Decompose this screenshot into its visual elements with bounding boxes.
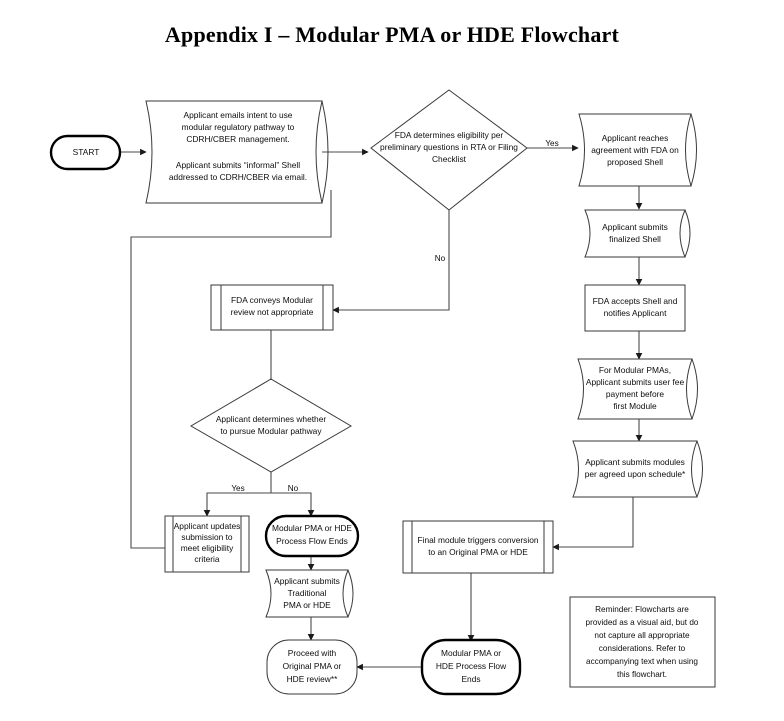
node-final-module[interactable]: Final module triggers conversion to an O… [402,520,554,574]
edge-label-determines-yes: Yes [231,484,244,493]
fda-eligibility-line3: Checklist [432,154,467,164]
applicant-emails-line3: CDRH/CBER management. [186,134,289,144]
applicant-emails-line4: Applicant submits “informal” Shell [176,160,300,170]
node-submits-traditional[interactable]: Applicant submits Traditional PMA or HDE [265,569,354,618]
page-title: Appendix I – Modular PMA or HDE Flowchar… [164,22,620,47]
applicant-updates-line2: submission to [181,532,233,542]
applicant-emails-line1: Applicant emails intent to use [184,110,293,120]
modular-ends-lower-line1: Modular PMA or [441,648,501,658]
node-proceed-original[interactable]: Proceed with Original PMA or HDE review*… [266,639,358,695]
node-user-fee[interactable]: For Modular PMAs, Applicant submits user… [577,358,698,420]
finalized-shell-line1: Applicant submits [602,222,668,232]
reminder-line1: Reminder: Flowcharts are [595,605,689,614]
fda-accepts-line1: FDA accepts Shell and [593,296,678,306]
final-module-line2: to an Original PMA or HDE [428,547,528,557]
edge-label-determines-no: No [288,484,299,493]
node-fda-eligibility-decision[interactable]: FDA determines eligibility per prelimina… [370,89,528,211]
submits-traditional-line3: PMA or HDE [283,600,331,610]
proceed-original-line3: HDE review** [287,674,338,684]
reminder-line4: considerations. Refer to [599,644,686,653]
edge-label-eligibility-no: No [435,254,446,263]
submits-traditional-line1: Applicant submits [274,576,340,586]
node-modular-ends-lower[interactable]: Modular PMA or HDE Process Flow Ends [420,638,522,696]
reminder-line6: this flowchart. [617,670,667,679]
proceed-original-line2: Original PMA or [283,661,342,671]
connector-layer [120,144,643,671]
user-fee-line3: payment before [606,389,665,399]
applicant-emails-line2: modular regulatory pathway to [182,122,295,132]
node-applicant-determines-decision[interactable]: Applicant determines whether to pursue M… [190,378,352,473]
fda-accepts-line2: notifies Applicant [604,308,668,318]
node-submits-modules[interactable]: Applicant submits modules per agreed upo… [572,440,703,498]
modular-ends-upper-line1: Modular PMA or HDE [272,523,352,533]
applicant-updates-line1: Applicant updates [174,521,241,531]
connector-modules-to-finalmodule [552,497,634,551]
applicant-agreement-line2: agreement with FDA on [591,145,679,155]
node-applicant-agreement[interactable]: Applicant reaches agreement with FDA on … [578,113,697,187]
fda-conveys-line1: FDA conveys Modular [231,295,313,305]
modular-ends-lower-line2: HDE Process Flow [436,661,507,671]
applicant-emails-line5: addressed to CDRH/CBER via email. [169,172,307,182]
final-module-line1: Final module triggers conversion [417,535,538,545]
node-fda-accepts-shell[interactable]: FDA accepts Shell and notifies Applicant [584,284,686,332]
modular-ends-upper-line2: Process Flow Ends [276,536,348,546]
reminder-line2: provided as a visual aid, but do [586,618,699,627]
node-modular-ends-upper[interactable]: Modular PMA or HDE Process Flow Ends [264,514,360,558]
user-fee-line4: first Module [613,401,657,411]
user-fee-line1: For Modular PMAs, [599,365,671,375]
node-applicant-emails[interactable]: Applicant emails intent to use modular r… [145,100,329,204]
modular-ends-lower-line3: Ends [461,674,480,684]
node-applicant-finalized-shell[interactable]: Applicant submits finalized Shell [584,209,691,258]
submits-modules-line2: per agreed upon schedule* [585,469,686,479]
node-fda-conveys[interactable]: FDA conveys Modular review not appropria… [210,284,334,331]
edge-label-eligibility-yes: Yes [545,139,558,148]
fda-conveys-line2: review not appropriate [231,307,314,317]
connector-determines-yes [203,492,271,517]
proceed-original-line1: Proceed with [288,648,337,658]
applicant-updates-line4: criteria [194,554,219,564]
reminder-line5: accompanying text when using [586,657,698,666]
reminder-line3: not capture all appropriate [594,631,690,640]
applicant-agreement-line1: Applicant reaches [602,133,669,143]
submits-traditional-line2: Traditional [288,588,327,598]
node-start[interactable]: START [49,134,122,171]
fda-eligibility-line1: FDA determines eligibility per [395,130,504,140]
connector-determines-no [271,492,315,517]
connector-eligibility-no [332,210,450,314]
fda-eligibility-line2: preliminary questions in RTA or Filing [380,142,518,152]
finalized-shell-line2: finalized Shell [609,234,661,244]
applicant-determines-line2: to pursue Modular pathway [220,426,322,436]
applicant-updates-line3: meet eligibility [181,543,234,553]
user-fee-line2: Applicant submits user fee [586,377,685,387]
connector-updates-feedback [130,190,332,549]
node-reminder-note: Reminder: Flowcharts are provided as a v… [569,596,716,688]
submits-modules-line1: Applicant submits modules [585,457,685,467]
applicant-determines-line1: Applicant determines whether [216,414,327,424]
node-applicant-updates[interactable]: Applicant updates submission to meet eli… [164,515,250,573]
applicant-agreement-line3: proposed Shell [607,157,663,167]
node-start-label: START [73,147,100,157]
